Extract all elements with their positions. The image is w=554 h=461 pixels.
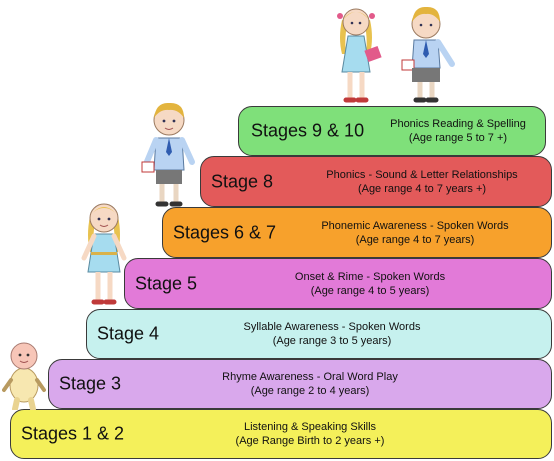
stage-age: (Age range 2 to 4 years) [250,385,370,397]
stage-title: Syllable Awareness - Spoken Words [243,321,421,333]
stage-age: (Age range 5 to 7 +) [408,132,508,144]
stage-title: Listening & Speaking Skills [243,421,377,433]
stage-label: Stage 5 [135,273,198,293]
girl-illustration [81,203,127,305]
children-illustration [337,6,455,103]
stage-label: Stage 4 [97,323,160,344]
stage-label: Stage 3 [59,373,122,394]
stage-title: Rhyme Awareness - Oral Word Play [222,371,398,383]
stage-label: Stages 6 & 7 [173,222,277,242]
stage-step-5: Stage 5 Onset & Rime - Spoken Words (Age… [124,258,552,309]
stage-title: Phonics - Sound & Letter Relationships [326,168,518,181]
stage-label: Stages 1 & 2 [21,423,125,444]
stage-description: Phonemic Awareness - Spoken Words (Age r… [289,219,541,247]
stage-description: Rhyme Awareness - Oral Word Play (Age ra… [189,370,431,398]
stage-step-8: Stage 8 Phonics - Sound & Letter Relatio… [200,156,552,207]
stage-age: (Age range 3 to 5 years) [272,335,392,347]
stage-age: (Age range 4 to 5 years) [310,284,430,297]
stage-description: Listening & Speaking Skills (Age Range B… [189,420,431,448]
stage-age: (Age range 4 to 7 years +) [357,182,487,195]
stage-age: (Age range 4 to 7 years) [355,233,475,246]
stage-description: Syllable Awareness - Spoken Words (Age r… [211,320,453,348]
stage-label: Stages 9 & 10 [251,120,365,141]
stage-label: Stage 8 [211,171,274,191]
stage-description: Phonics - Sound & Letter Relationships (… [301,168,543,196]
stage-step-3: Stage 3 Rhyme Awareness - Oral Word Play… [48,359,552,409]
boy-illustration [141,102,195,207]
stage-description: Phonics Reading & Spelling (Age range 5 … [377,117,539,145]
stage-description: Onset & Rime - Spoken Words (Age range 4… [249,270,491,298]
stage-step-1-2: Stages 1 & 2 Listening & Speaking Skills… [10,409,552,459]
stage-title: Phonemic Awareness - Spoken Words [321,219,509,232]
stage-age: (Age Range Birth to 2 years +) [235,435,385,447]
stage-step-6-7: Stages 6 & 7 Phonemic Awareness - Spoken… [162,207,552,258]
baby-illustration [2,342,46,410]
stage-step-9-10: Stages 9 & 10 Phonics Reading & Spelling… [238,106,546,156]
stage-title: Onset & Rime - Spoken Words [294,270,446,283]
stage-step-4: Stage 4 Syllable Awareness - Spoken Word… [86,309,552,359]
stage-title: Phonics Reading & Spelling [390,118,526,130]
